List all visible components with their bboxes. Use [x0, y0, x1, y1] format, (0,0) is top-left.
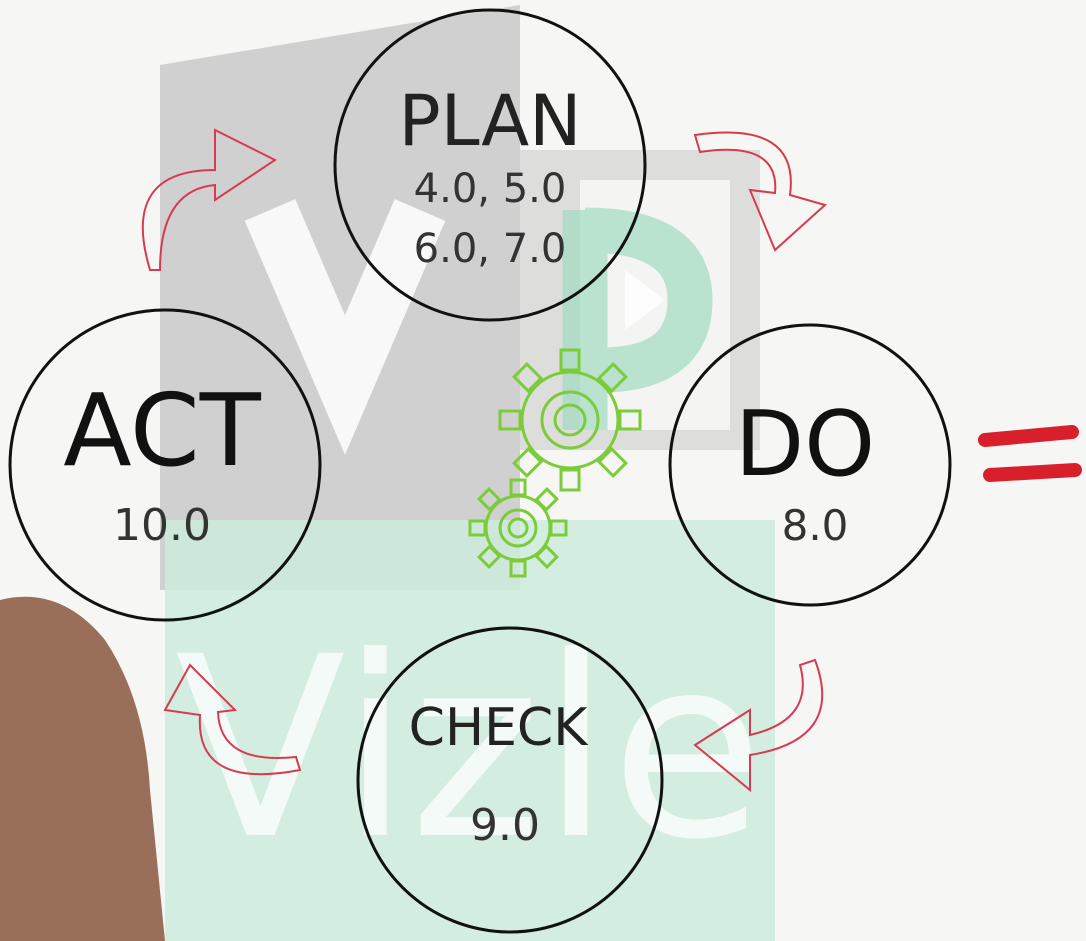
do-title: DO	[735, 392, 875, 497]
plan-line2: 6.0, 7.0	[414, 226, 567, 272]
plan-line1: 4.0, 5.0	[414, 166, 567, 212]
watermark-text: Vizle	[175, 603, 764, 894]
plan-title: PLAN	[398, 80, 581, 162]
check-title: CHECK	[409, 698, 590, 758]
gear-icon	[468, 478, 568, 578]
do-value: 8.0	[782, 501, 849, 550]
node-check: CHECK 9.0	[356, 626, 664, 934]
vizle-watermark: Vizle	[160, 5, 775, 941]
check-value: 9.0	[470, 800, 540, 851]
curved-arrow-icon	[163, 663, 302, 776]
curved-arrow-icon	[141, 128, 277, 271]
hand-image	[0, 596, 165, 941]
node-plan: PLAN 4.0, 5.0 6.0, 7.0	[333, 8, 647, 322]
act-title: ACT	[63, 372, 261, 489]
node-act: ACT 10.0	[8, 308, 322, 622]
act-value: 10.0	[113, 500, 211, 551]
curved-arrow-icon	[693, 658, 824, 793]
gear-icon	[498, 348, 642, 492]
curved-arrow-icon	[693, 131, 828, 252]
node-do: DO 8.0	[668, 323, 952, 607]
equals-icon	[978, 425, 1082, 482]
cycle-arrows	[141, 128, 828, 793]
